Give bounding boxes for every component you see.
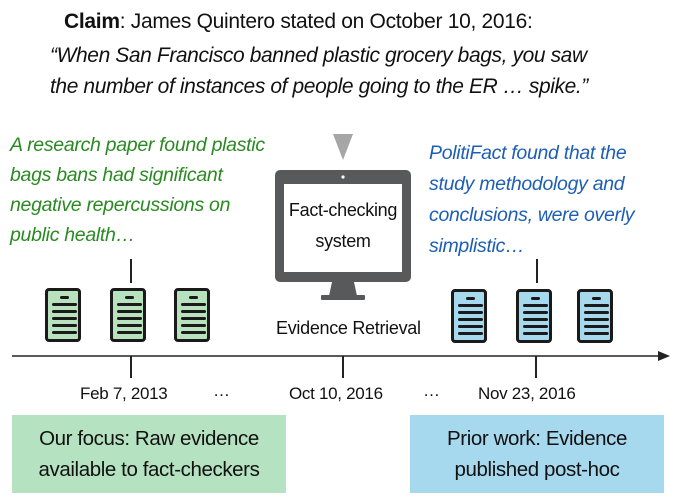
annotation-line: A research paper found plastic <box>10 134 265 156</box>
annotation-line: bags bans had significant <box>10 164 223 186</box>
box-line-1: Our focus: Raw evidence <box>39 427 259 450</box>
claim-header: Claim: James Quintero stated on October … <box>64 6 533 37</box>
screen-line-1: Fact-checking <box>288 200 398 220</box>
date-label-oct-2016: Oct 10, 2016 <box>289 384 383 403</box>
green-document-icon <box>110 288 146 342</box>
ellipsis: … <box>213 381 230 400</box>
annotation-line: negative repercussions on <box>10 194 231 216</box>
claim-intro: : James Quintero stated on October 10, 2… <box>119 10 533 33</box>
green-document-icon <box>45 288 81 342</box>
timeline-arrow <box>12 351 670 361</box>
timeline-tick <box>535 356 537 378</box>
system-screen-label: Fact-checking system <box>284 195 402 257</box>
ellipsis: … <box>423 381 440 400</box>
quote-line-1: “When San Francisco banned plastic groce… <box>50 44 587 67</box>
screen-line-2: system <box>315 231 371 251</box>
quote-line-2: the number of instances of people going … <box>50 75 588 98</box>
evidence-retrieval-label: Evidence Retrieval <box>276 318 421 338</box>
green-document-icon <box>174 288 210 342</box>
annotation-line: simplistic… <box>429 235 525 257</box>
annotation-connector <box>536 259 538 283</box>
blue-document-icon <box>451 289 487 343</box>
timeline-tick <box>130 356 132 378</box>
date-label-feb-2013: Feb 7, 2013 <box>80 384 168 403</box>
politifact-annotation: PolitiFact found that the study methodol… <box>429 138 635 262</box>
annotation-connector <box>130 259 132 283</box>
claim-quote: “When San Francisco banned plastic groce… <box>50 40 588 102</box>
box-line-2: available to fact-checkers <box>38 458 260 481</box>
annotation-line: public health… <box>10 224 135 246</box>
box-line-2: published post-hoc <box>454 458 620 481</box>
blue-document-icon <box>516 289 552 343</box>
prior-work-box: Prior work: Evidence published post-hoc <box>410 415 664 493</box>
our-focus-box: Our focus: Raw evidence available to fac… <box>12 415 286 493</box>
box-line-1: Prior work: Evidence <box>447 427 627 450</box>
monitor-icon <box>275 170 411 300</box>
annotation-line: study methodology and <box>429 173 625 195</box>
claim-label: Claim <box>64 10 120 33</box>
annotation-line: conclusions, were overly <box>429 204 635 226</box>
annotation-line: PolitiFact found that the <box>429 142 627 164</box>
down-arrow-icon <box>333 134 353 160</box>
blue-document-icon <box>577 289 613 343</box>
date-label-nov-2016: Nov 23, 2016 <box>478 384 576 403</box>
timeline-tick <box>342 356 344 378</box>
research-paper-annotation: A research paper found plastic bags bans… <box>10 130 265 250</box>
